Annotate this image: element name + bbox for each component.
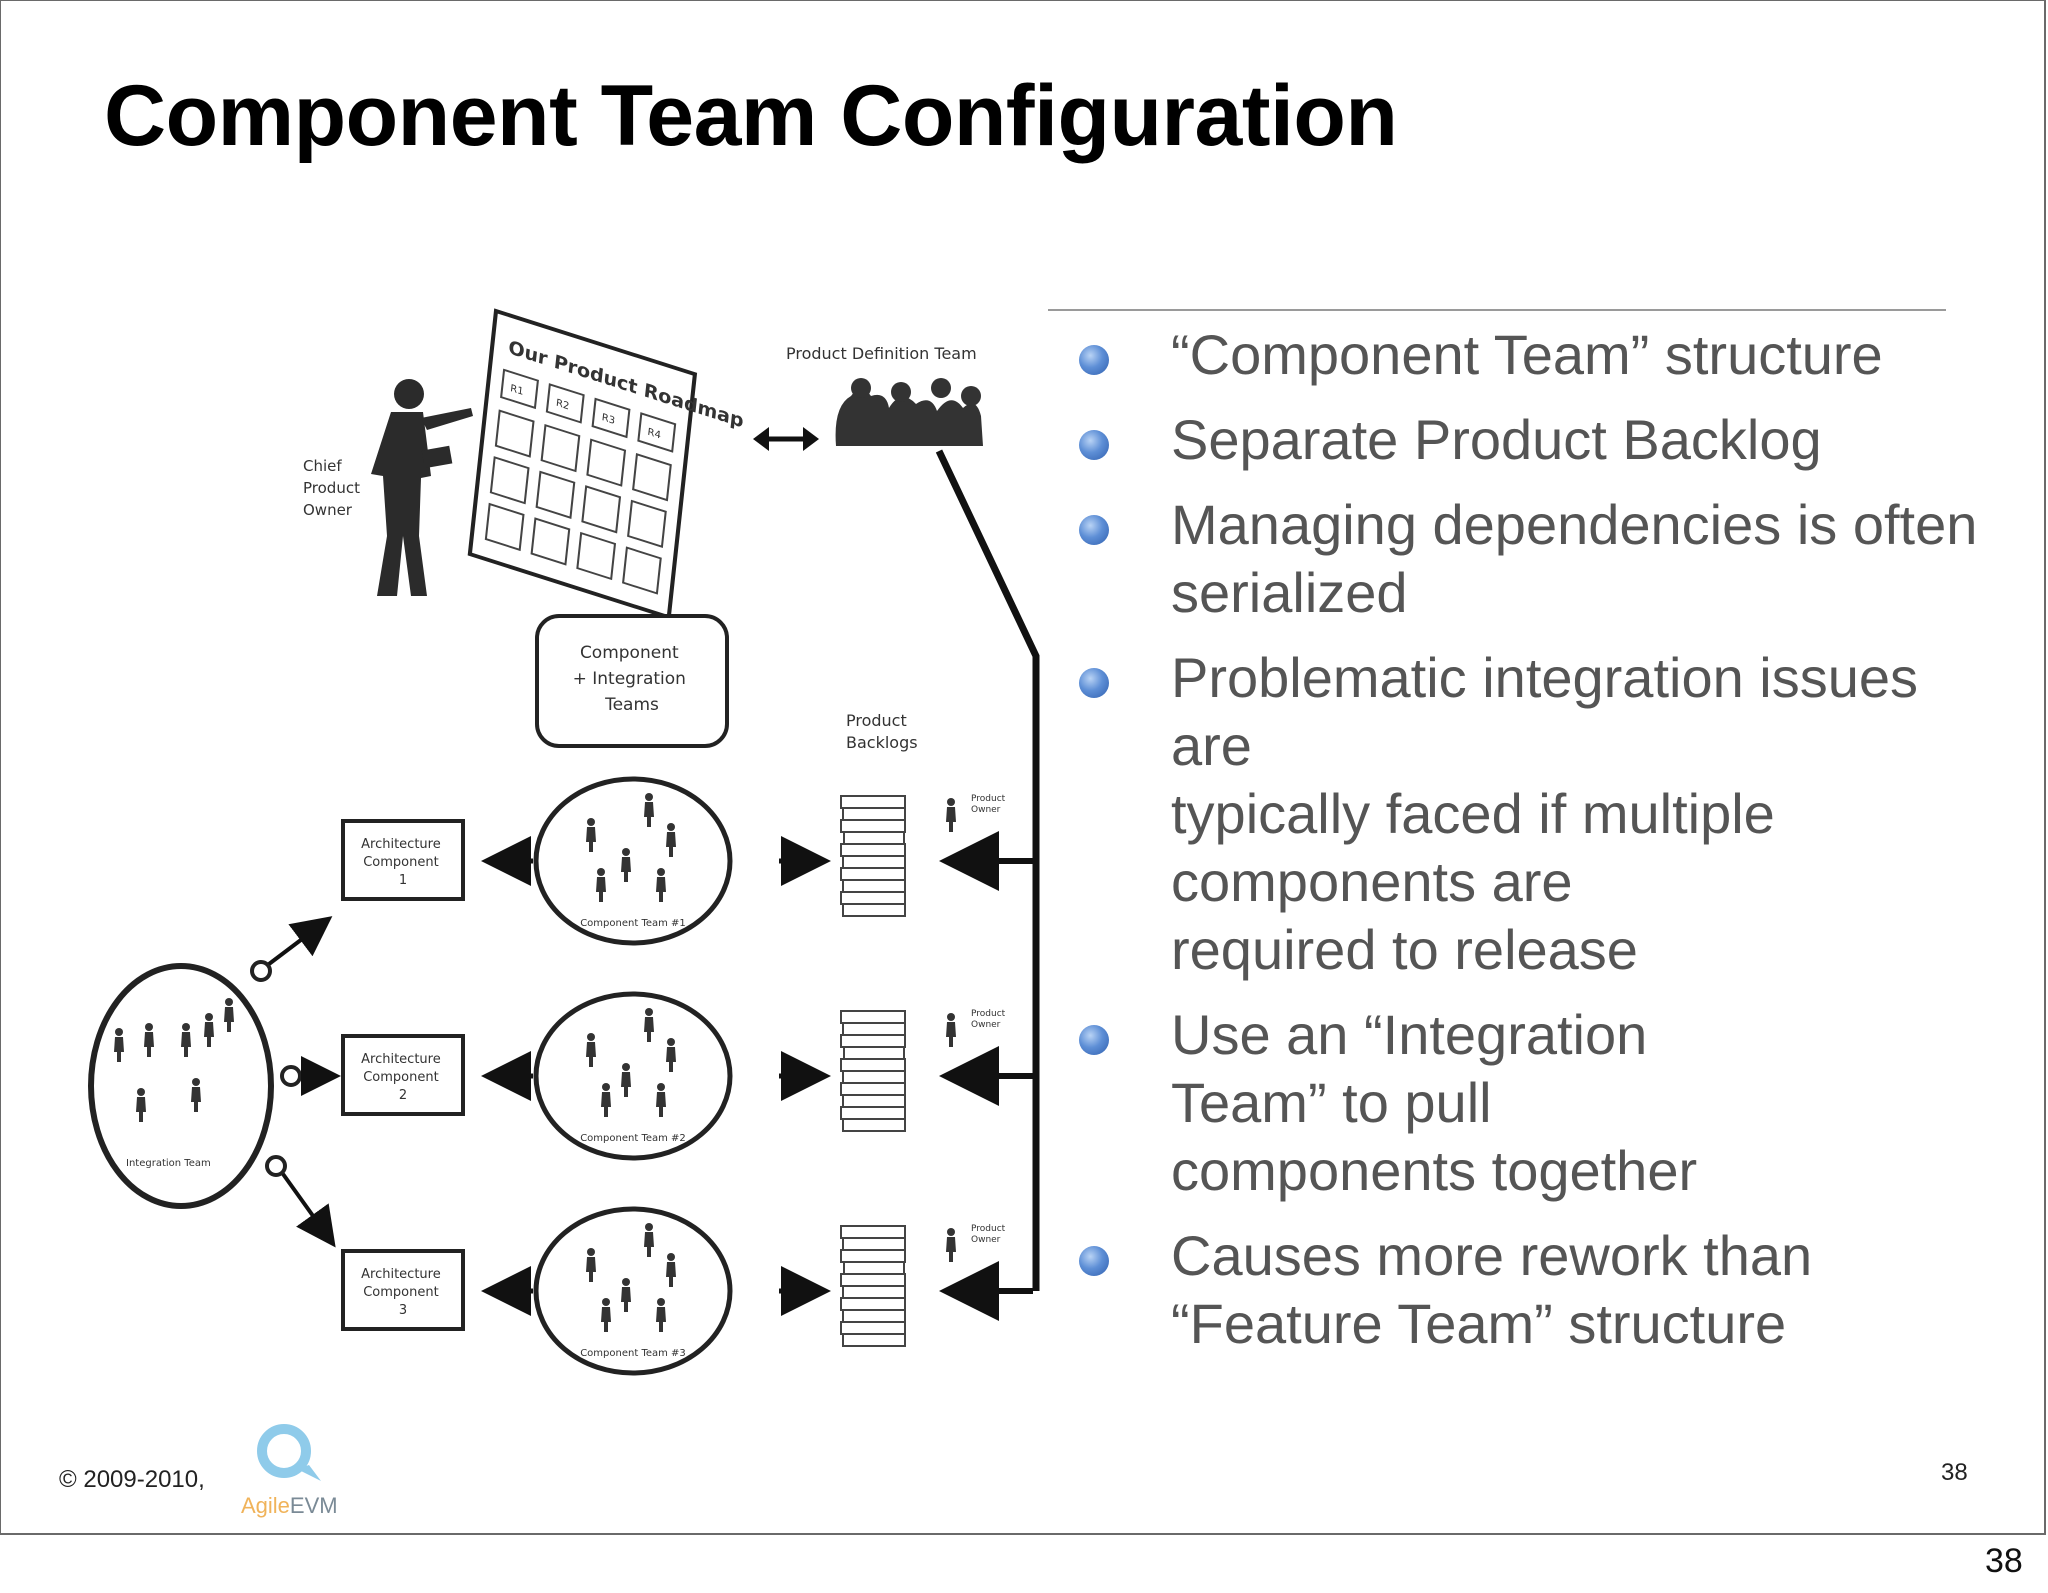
- agileevm-logo: AgileEVM: [241, 1424, 338, 1518]
- bullet-icon: [1079, 668, 1109, 698]
- svg-text:R4: R4: [647, 427, 661, 442]
- bullet-list: “Component Team” structure Separate Prod…: [1079, 321, 2019, 1375]
- svg-text:R2: R2: [555, 398, 569, 413]
- product-definition-team-figures: [835, 378, 983, 446]
- slide: Component Team Configuration: [0, 0, 2046, 1535]
- svg-text:Architecture Component: Architecture Component 1: [361, 837, 445, 888]
- bullet-item: Use an “Integration Team” to pull compon…: [1079, 1001, 2019, 1205]
- page-number: 38: [1985, 1542, 2023, 1580]
- bullet-item: Problematic integration issues are typic…: [1079, 644, 2019, 984]
- svg-text:R1: R1: [510, 383, 524, 398]
- svg-text:R3: R3: [601, 412, 615, 427]
- backlog-connector: [935, 449, 1040, 1291]
- bullets-divider: [1048, 309, 1946, 311]
- copyright-text: © 2009-2010,: [59, 1466, 205, 1493]
- slide-title: Component Team Configuration: [104, 68, 1398, 164]
- bullet-item: Separate Product Backlog: [1079, 406, 2019, 474]
- roadmap-board: Our Product Roadmap R1 R2 R3 R4: [467, 308, 745, 620]
- bullet-icon: [1079, 1246, 1109, 1276]
- double-arrow: [753, 427, 819, 451]
- bullet-item: Managing dependencies is often serialize…: [1079, 491, 2019, 627]
- bullet-icon: [1079, 345, 1109, 375]
- bullet-icon: [1079, 1025, 1109, 1055]
- svg-text:Component Team #3: Component Team #3: [580, 1348, 686, 1359]
- svg-text:Component Team #2: Component Team #2: [580, 1133, 686, 1144]
- integration-team: Integration Team: [88, 963, 274, 1209]
- bullet-icon: [1079, 515, 1109, 545]
- team-row-1: Architecture Component 1 Component Team …: [341, 776, 1033, 946]
- bullet-icon: [1079, 430, 1109, 460]
- bullet-item: Causes more rework than “Feature Team” s…: [1079, 1222, 2019, 1358]
- product-backlogs-label: Product Backlogs: [846, 711, 918, 752]
- svg-text:Component Team #1: Component Team #1: [580, 918, 686, 929]
- component-team-diagram: Chief Product Owner Our Product Roadmap …: [88, 308, 1040, 1376]
- team-row-2: Architecture Component 2 Component Team …: [341, 991, 1033, 1161]
- integration-arrows: [250, 916, 341, 1248]
- svg-text:Architecture Component: Architecture Component 2: [361, 1052, 445, 1103]
- svg-text:AgileEVM: AgileEVM: [241, 1493, 338, 1518]
- svg-text:Component + Integratio: Component + Integration Teams: [573, 643, 692, 715]
- component-integration-box: Component + Integration Teams: [535, 614, 729, 748]
- slide-page-number: 38: [1941, 1459, 1968, 1486]
- chief-label: Chief Product Owner: [303, 457, 365, 519]
- svg-text:Architecture Component: Architecture Component 3: [361, 1267, 445, 1318]
- chief-product-owner-figure: [371, 379, 473, 596]
- roadmap-grid: R1 R2 R3 R4: [484, 368, 677, 595]
- product-definition-team-label: Product Definition Team: [786, 344, 977, 363]
- bullet-item: “Component Team” structure: [1079, 321, 2019, 389]
- svg-text:Integration Team: Integration Team: [126, 1158, 211, 1169]
- team-row-3: Architecture Component 3 Component Team …: [341, 1206, 1033, 1376]
